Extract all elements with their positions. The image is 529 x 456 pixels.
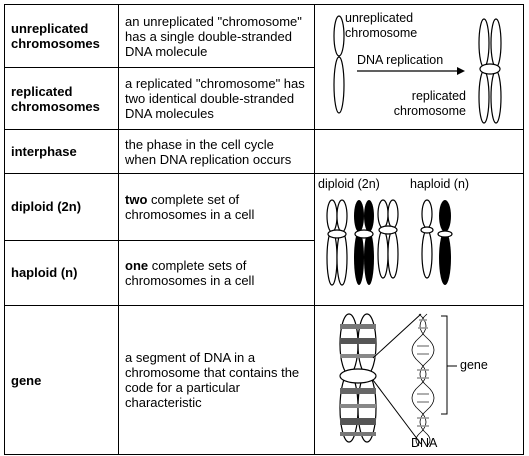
definition-cell: the phase in the cell cycle when DNA rep…: [118, 129, 315, 174]
term-cell: diploid (2n): [4, 173, 119, 241]
definition-cell: one complete sets of chromosomes in a ce…: [118, 239, 315, 306]
replicated-label: replicated chromosome: [393, 89, 466, 118]
ploidy-diagram: [326, 199, 453, 286]
term-cell: gene: [4, 305, 119, 455]
gene-diagram: [339, 313, 457, 447]
term-cell: replicated chromosomes: [4, 67, 119, 130]
glossary-table: unreplicated chromosomes an unreplicated…: [4, 4, 524, 455]
term-cell: unreplicated chromosomes: [4, 4, 119, 68]
gene-label: gene: [460, 358, 488, 372]
definition-cell: a segment of DNA in a chromosome that co…: [118, 305, 315, 455]
term-cell: interphase: [4, 129, 119, 174]
definition-cell: a replicated "chromosome" has two identi…: [118, 67, 315, 130]
replication-figure-cell: unreplicated chromosome DNA replication …: [314, 4, 524, 130]
definition-cell: two complete set of chromosomes in a cel…: [118, 173, 315, 241]
definition-cell: an unreplicated "chromosome" has a singl…: [118, 4, 315, 68]
dna-label: DNA: [411, 436, 438, 450]
table-row: haploid (n) one complete sets of chromos…: [4, 239, 524, 306]
table-row: replicated chromosomes a replicated "chr…: [4, 67, 524, 130]
ploidy-figure-cell: diploid (2n) haploid (n): [314, 173, 524, 306]
diploid-label: diploid (2n): [318, 177, 380, 191]
term-cell: haploid (n): [4, 239, 119, 306]
empty-figure-cell: [314, 129, 524, 174]
table-row: unreplicated chromosomes an unreplicated…: [4, 4, 524, 130]
table-row: diploid (2n) two complete set of chromos…: [4, 173, 524, 306]
definition-emphasis: two: [125, 191, 148, 207]
unreplicated-label: unreplicated chromosome: [345, 11, 418, 40]
table-row: gene a segment of DNA in a chromosome th…: [4, 305, 524, 455]
replication-diagram: [333, 15, 502, 124]
gene-figure-cell: gene DNA: [314, 305, 524, 455]
definition-text: complete sets of chromosomes in a cell: [125, 257, 255, 288]
dna-replication-label: DNA replication: [357, 53, 444, 67]
definition-text: complete set of chromosomes in a cell: [125, 191, 255, 222]
haploid-label: haploid (n): [410, 177, 470, 191]
table-row: interphase the phase in the cell cycle w…: [4, 129, 524, 174]
definition-emphasis: one: [125, 257, 149, 273]
